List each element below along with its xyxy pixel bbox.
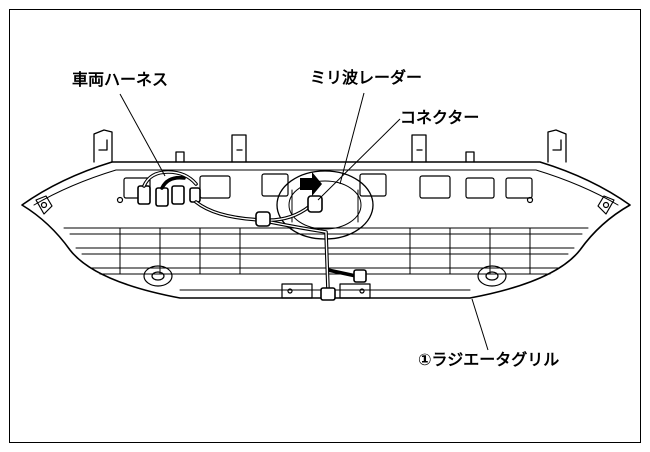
side-recesses <box>143 265 507 287</box>
label-millimeter-radar: ミリ波レーダー <box>310 68 423 87</box>
upper-openings <box>123 173 533 199</box>
harness-connectors <box>137 185 201 207</box>
mounting-tabs <box>93 129 567 163</box>
side-brackets <box>35 195 615 215</box>
bottom-bracket <box>281 283 371 299</box>
radar-bracket <box>276 170 374 240</box>
figure-frame <box>9 9 641 443</box>
label-vehicle-harness: 車両ハーネス <box>72 70 169 89</box>
leader-lines <box>119 92 489 351</box>
label-connector: コネクター <box>400 108 480 127</box>
radar-arrow <box>300 172 322 196</box>
label-radiator-grille: ①ラジエータグリル <box>418 350 560 369</box>
